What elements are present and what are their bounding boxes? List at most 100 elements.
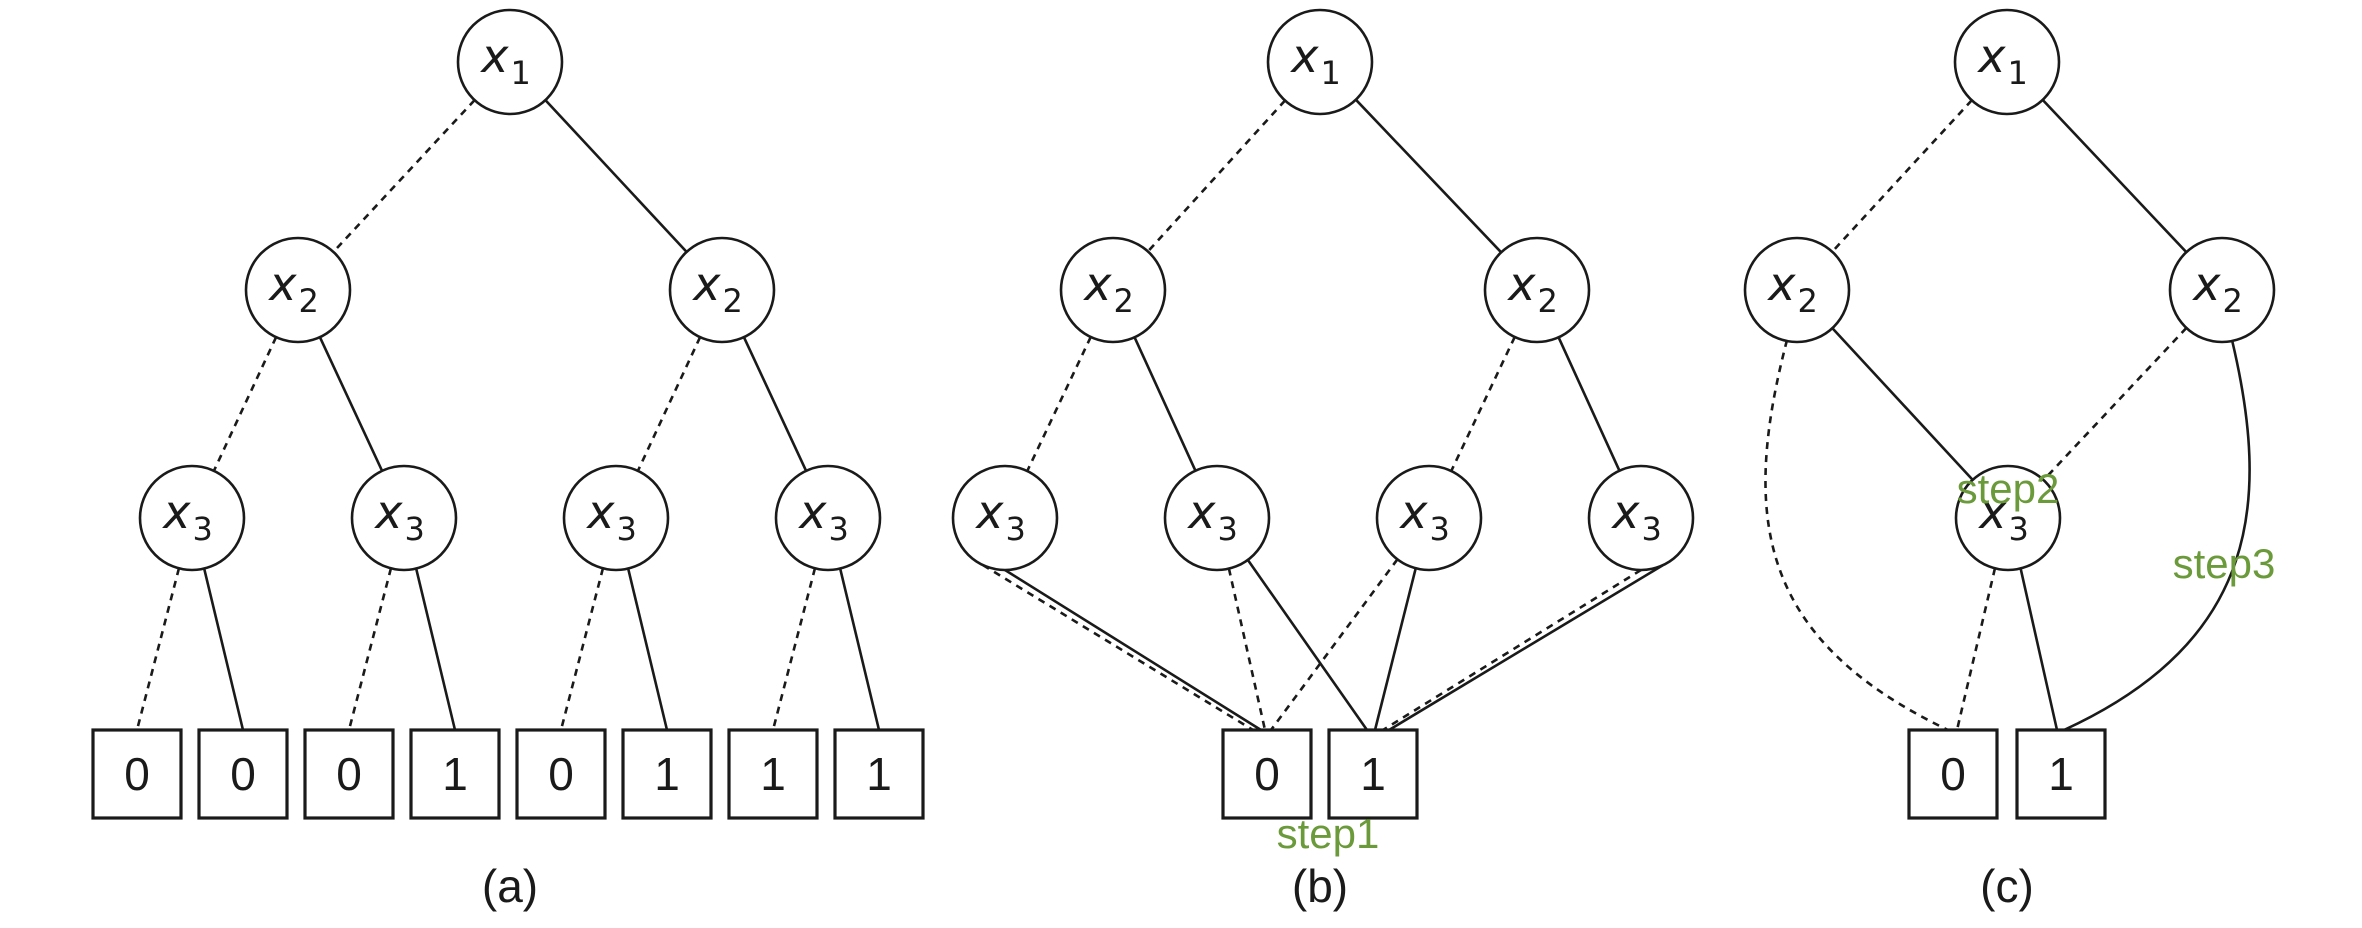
edge-b_x3d-to-b_l1-solid: [1388, 564, 1664, 732]
step-annotation: step2: [1957, 465, 2060, 512]
leaf-value: 0: [230, 748, 256, 800]
edge-a_x1-to-a_x2r-solid: [544, 99, 688, 253]
terminal-leaf-a_l4: 1: [409, 728, 501, 820]
edge-c_x1-to-c_x2r-solid: [2041, 98, 2188, 254]
node-circle: [1266, 8, 1374, 116]
node-subscript: 2: [2222, 282, 2242, 320]
node-circle: [951, 464, 1059, 572]
node-circle: [1953, 8, 2061, 116]
leaf-box: [621, 728, 713, 820]
step-annotation: step1: [1277, 810, 1380, 857]
panel-caption: (a): [482, 860, 538, 912]
terminal-leaf-a_l6: 1: [621, 728, 713, 820]
leaf-value: 0: [1940, 748, 1966, 800]
node-circle: [350, 464, 458, 572]
node-subscript: 3: [404, 510, 424, 548]
node-subscript: 1: [2007, 54, 2027, 92]
variable-node-c_x1: x1: [1953, 8, 2061, 116]
edge-c_x2l-to-c_l0-dashed: [1764, 339, 1949, 732]
node-circle: [1375, 464, 1483, 572]
leaf-value: 1: [654, 748, 680, 800]
panel-caption: (c): [1980, 860, 2034, 912]
leaf-value: 1: [1360, 748, 1386, 800]
leaf-box: [303, 728, 395, 820]
node-circle: [1743, 236, 1851, 344]
node-subscript: 2: [722, 282, 742, 320]
node-circle: [1954, 464, 2062, 572]
edge-c_x1-to-c_x2l-dashed: [1831, 99, 1973, 253]
variable-node-b_x3b: x3: [1163, 464, 1271, 572]
terminal-leaf-a_l7: 1: [727, 728, 819, 820]
edge-a_x3a-to-a_l2-solid: [202, 568, 245, 731]
node-subscript: 1: [1320, 54, 1340, 92]
variable-node-c_x3: x3: [1954, 464, 2062, 572]
leaf-box: [833, 728, 925, 820]
leaf-box: [727, 728, 819, 820]
edge-a_x3d-to-a_l8-solid: [838, 568, 881, 731]
node-label: x3: [161, 485, 213, 548]
node-subscript: 3: [1005, 510, 1025, 548]
edge-layer: [135, 98, 2251, 732]
edge-b_x3b-to-b_l0-dashed: [1227, 568, 1267, 731]
node-circle: [1483, 236, 1591, 344]
node-subscript: 2: [1113, 282, 1133, 320]
edge-b_x3c-to-b_l0-dashed: [1269, 558, 1399, 731]
node-subscript: 2: [1797, 282, 1817, 320]
terminal-leaf-a_l3: 0: [303, 728, 395, 820]
leaf-value: 1: [760, 748, 786, 800]
leaf-value: 0: [124, 748, 150, 800]
node-subscript: 1: [510, 54, 530, 92]
terminal-leaf-b_l0: 0: [1221, 728, 1313, 820]
edge-b_x3d-to-b_l1-dashed: [1382, 568, 1642, 732]
node-circle: [244, 236, 352, 344]
edge-c_x2r-to-c_x3-dashed: [2042, 327, 2188, 481]
leaf-box: [1907, 728, 1999, 820]
node-subscript: 3: [616, 510, 636, 548]
node-circle: [2168, 236, 2276, 344]
node-subscript: 3: [828, 510, 848, 548]
leaf-value: 0: [548, 748, 574, 800]
edge-b_x1-to-b_x2r-solid: [1354, 98, 1503, 254]
node-subscript: 2: [1537, 282, 1557, 320]
node-subscript: 3: [192, 510, 212, 548]
variable-node-a_x3d: x3: [774, 464, 882, 572]
leaf-box: [515, 728, 607, 820]
variable-node-b_x2l: x2: [1059, 236, 1167, 344]
leaf-box: [1327, 728, 1419, 820]
node-circle: [1163, 464, 1271, 572]
edge-b_x3b-to-b_l1-solid: [1246, 559, 1369, 731]
panel-caption: (b): [1292, 860, 1348, 912]
caption-layer: (a) (b) (c): [482, 860, 2034, 912]
node-label: x3: [373, 485, 425, 548]
node-circle: [1059, 236, 1167, 344]
terminal-leaf-a_l8: 1: [833, 728, 925, 820]
node-label: x3: [1398, 485, 1450, 548]
edge-b_x2r-to-b_x3c-dashed: [1450, 336, 1516, 472]
edge-a_x3b-to-a_l3-dashed: [347, 568, 393, 731]
variable-node-a_x1: x1: [456, 8, 564, 116]
node-subscript: 3: [1641, 510, 1661, 548]
edge-c_x3-to-c_l1-solid: [2019, 568, 2059, 731]
leaf-value: 0: [336, 748, 362, 800]
variable-node-a_x2r: x2: [668, 236, 776, 344]
variable-node-b_x1: x1: [1266, 8, 1374, 116]
leaf-box: [409, 728, 501, 820]
node-circle: [668, 236, 776, 344]
terminal-leaf-a_l2: 0: [197, 728, 289, 820]
edge-a_x3c-to-a_l6-solid: [626, 568, 669, 731]
edge-a_x2r-to-a_x3c-dashed: [636, 336, 702, 472]
terminal-leaf-a_l1: 0: [91, 728, 183, 820]
edge-b_x2l-to-b_x3a-dashed: [1026, 336, 1092, 472]
edge-a_x3d-to-a_l7-dashed: [771, 568, 817, 731]
terminal-leaf-b_l1: 1: [1327, 728, 1419, 820]
edge-b_x2r-to-b_x3d-solid: [1557, 336, 1621, 472]
variable-node-a_x3b: x3: [350, 464, 458, 572]
edge-a_x3b-to-a_l4-solid: [414, 568, 457, 731]
edge-c_x2r-to-c_l1-solid: [2063, 339, 2251, 732]
variable-node-b_x2r: x2: [1483, 236, 1591, 344]
edge-b_x3a-to-b_l0-dashed: [982, 564, 1254, 732]
leaf-box: [2015, 728, 2107, 820]
terminal-leaf-a_l5: 0: [515, 728, 607, 820]
